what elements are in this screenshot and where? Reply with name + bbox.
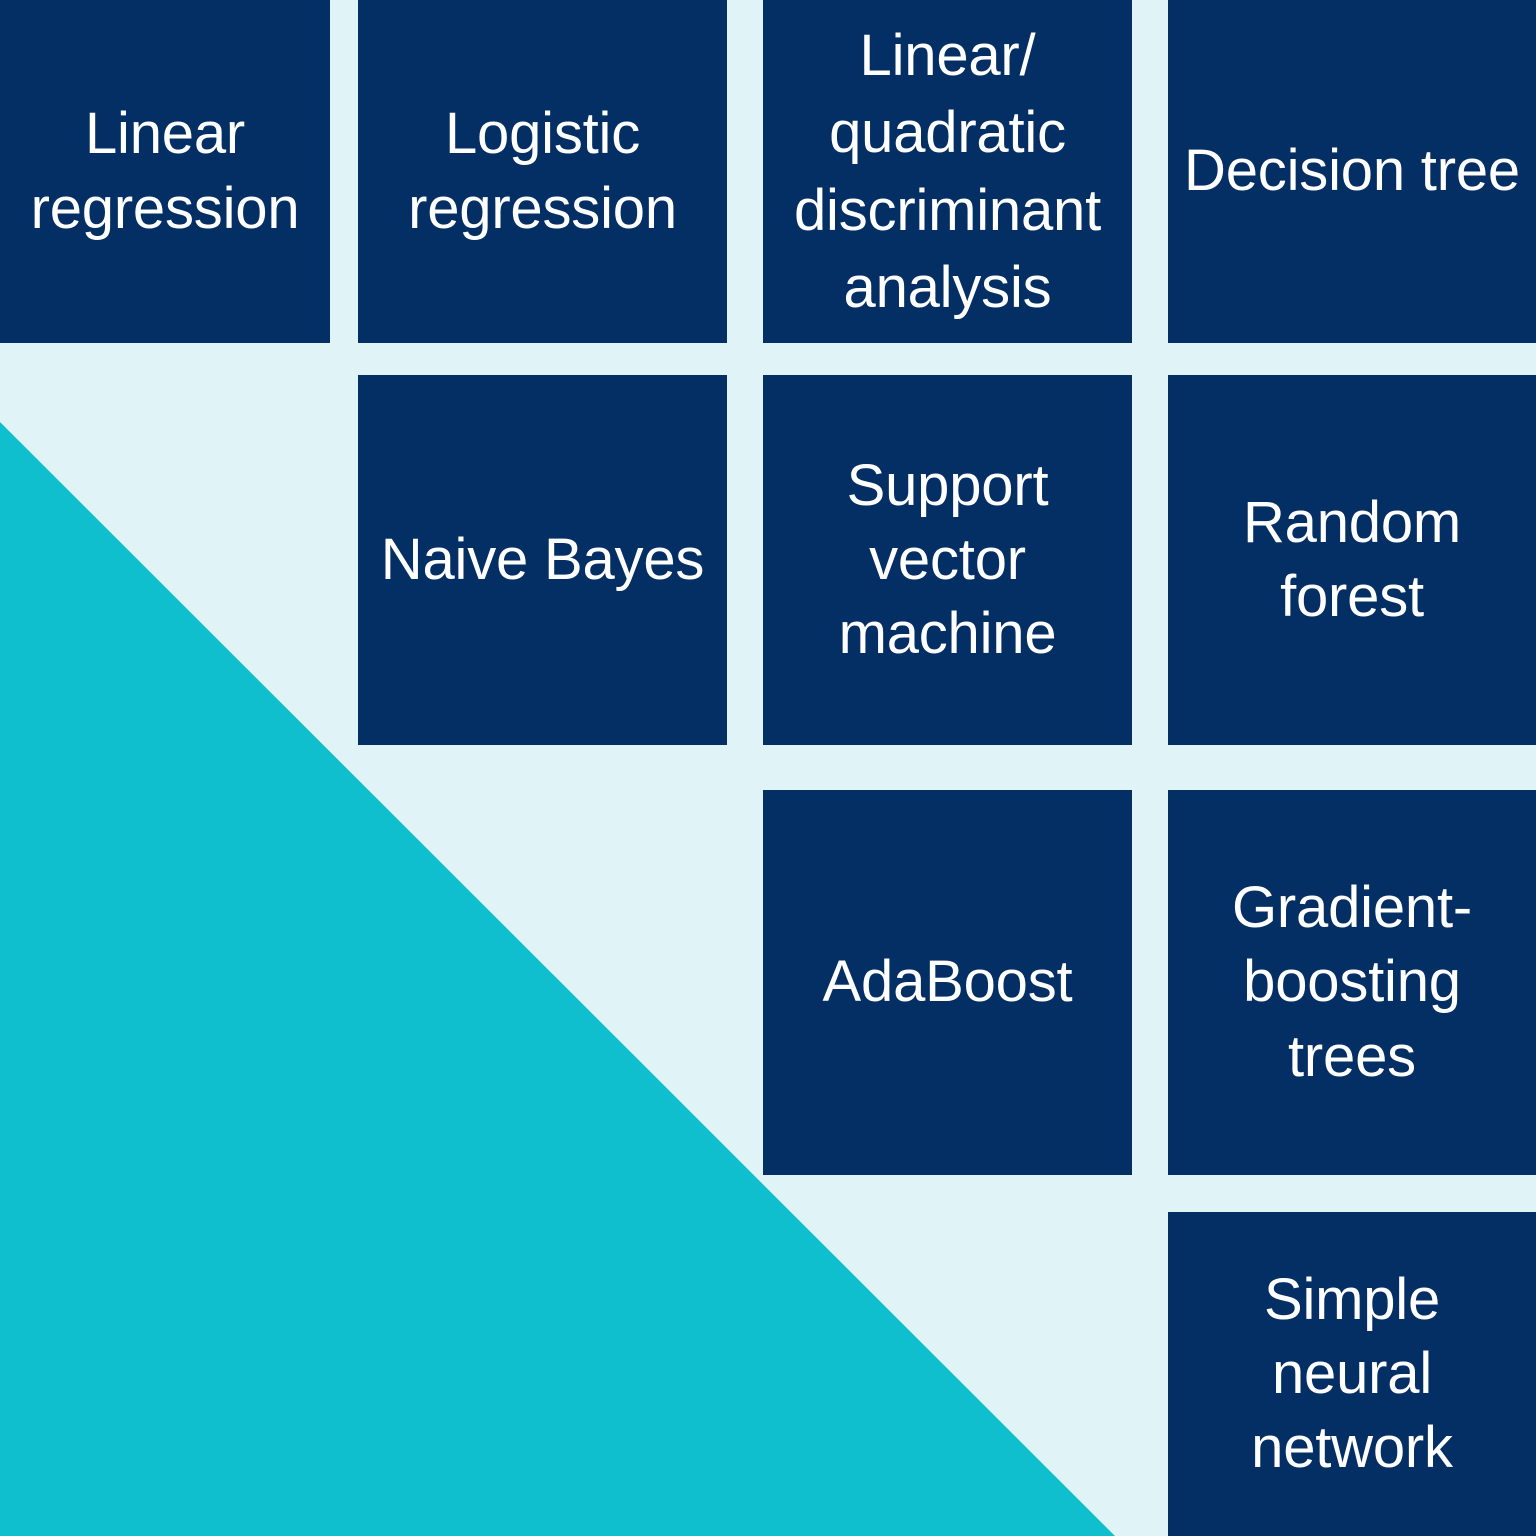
- tile-random-forest[interactable]: Random forest: [1168, 375, 1536, 745]
- tile-label-simple-neural-network: Simple neural network: [1251, 1266, 1453, 1481]
- tile-gradient-boosting-trees[interactable]: Gradient- boosting trees: [1168, 790, 1536, 1175]
- tile-label-linear-regression: Linear regression: [30, 101, 300, 241]
- tile-label-naive-bayes: Naive Bayes: [380, 526, 705, 592]
- tile-linear-quadratic-discriminant-analysis[interactable]: Linear/ quadratic discriminant analysis: [763, 0, 1132, 343]
- tile-label-gradient-boosting-trees: Gradient- boosting trees: [1232, 875, 1472, 1089]
- tile-label-logistic-regression: Logistic regression: [408, 101, 677, 241]
- tile-label-adaboost: AdaBoost: [822, 949, 1073, 1015]
- tile-adaboost[interactable]: AdaBoost: [763, 790, 1132, 1175]
- tile-linear-regression[interactable]: Linear regression: [0, 0, 330, 343]
- tile-label-support-vector-machine: Support vector machine: [838, 452, 1057, 667]
- tile-decision-tree[interactable]: Decision tree: [1168, 0, 1536, 343]
- tile-simple-neural-network[interactable]: Simple neural network: [1168, 1212, 1536, 1536]
- tile-naive-bayes[interactable]: Naive Bayes: [358, 375, 727, 745]
- tile-label-decision-tree: Decision tree: [1184, 138, 1520, 204]
- tile-label-random-forest: Random forest: [1242, 489, 1462, 629]
- tile-label-linear-quadratic-discriminant-analysis: Linear/ quadratic discriminant analysis: [793, 23, 1102, 320]
- tile-support-vector-machine[interactable]: Support vector machine: [763, 375, 1132, 745]
- tile-logistic-regression[interactable]: Logistic regression: [358, 0, 727, 343]
